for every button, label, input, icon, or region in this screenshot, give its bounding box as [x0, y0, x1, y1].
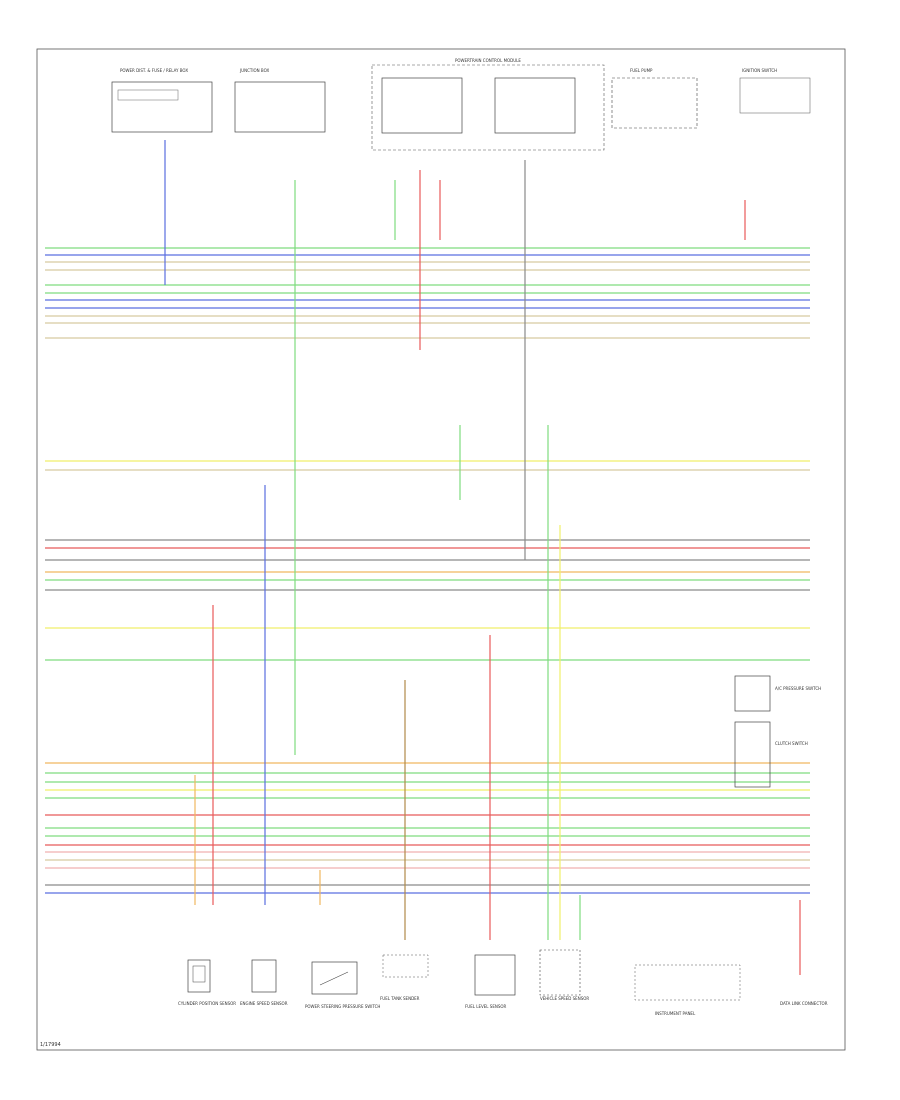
- power-dist-box: POWER DIST. & FUSE / RELAY BOX: [111, 68, 213, 133]
- data-link-connector: DATA LINK CONNECTOR: [780, 1001, 828, 1006]
- svg-text:INSTRUMENT PANEL: INSTRUMENT PANEL: [655, 1011, 696, 1016]
- fuel-pump-top-box: FUEL PUMP: [611, 68, 698, 129]
- svg-text:POWERTRAIN CONTROL MODULE: POWERTRAIN CONTROL MODULE: [455, 58, 521, 63]
- svg-text:VEHICLE SPEED SENSOR: VEHICLE SPEED SENSOR: [540, 996, 589, 1001]
- svg-text:A/C PRESSURE SWITCH: A/C PRESSURE SWITCH: [775, 686, 821, 691]
- clutch-switch: CLUTCH SWITCH: [734, 721, 808, 788]
- pcm-box: POWERTRAIN CONTROL MODULE: [371, 58, 605, 151]
- svg-text:CLUTCH SWITCH: CLUTCH SWITCH: [775, 741, 808, 746]
- svg-text:JUNCTION BOX: JUNCTION BOX: [239, 68, 269, 73]
- instrument-panel: INSTRUMENT PANEL: [634, 964, 741, 1016]
- power-steering-pressure-switch: POWER STEERING PRESSURE SWITCH: [305, 961, 380, 1009]
- ignition-switch-box: IGNITION SWITCH: [739, 68, 811, 114]
- svg-text:CYLINDER POSITION SENSOR: CYLINDER POSITION SENSOR: [178, 1001, 236, 1006]
- svg-text:FUEL PUMP: FUEL PUMP: [630, 68, 653, 73]
- svg-text:POWER DIST. & FUSE / RELAY BOX: POWER DIST. & FUSE / RELAY BOX: [120, 68, 188, 73]
- engine-speed-sensor: ENGINE SPEED SENSOR: [240, 959, 288, 1006]
- cylinder-position-sensor: CYLINDER POSITION SENSOR: [178, 959, 236, 1006]
- svg-text:ENGINE SPEED SENSOR: ENGINE SPEED SENSOR: [240, 1001, 288, 1006]
- junction-box: JUNCTION BOX: [234, 68, 326, 133]
- page-code: 1/17994: [40, 1042, 61, 1048]
- fuel-tank-sender: FUEL TANK SENDER: [380, 954, 429, 1001]
- svg-text:DATA LINK CONNECTOR: DATA LINK CONNECTOR: [780, 1001, 828, 1006]
- ac-pressure-switch: A/C PRESSURE SWITCH: [734, 675, 821, 712]
- vehicle-speed-sensor: VEHICLE SPEED SENSOR: [539, 949, 589, 1001]
- svg-text:IGNITION SWITCH: IGNITION SWITCH: [742, 68, 777, 73]
- svg-text:FUEL LEVEL SENSOR: FUEL LEVEL SENSOR: [465, 1004, 507, 1009]
- horizontal-wire-bundle: [45, 247, 810, 894]
- svg-text:FUEL TANK SENDER: FUEL TANK SENDER: [380, 996, 420, 1001]
- diagram-frame: [36, 48, 846, 1051]
- vertical-wire-bundle: [164, 140, 801, 975]
- svg-text:POWER STEERING PRESSURE SWITCH: POWER STEERING PRESSURE SWITCH: [305, 1004, 380, 1009]
- fuel-level-sensor: FUEL LEVEL SENSOR: [465, 954, 516, 1009]
